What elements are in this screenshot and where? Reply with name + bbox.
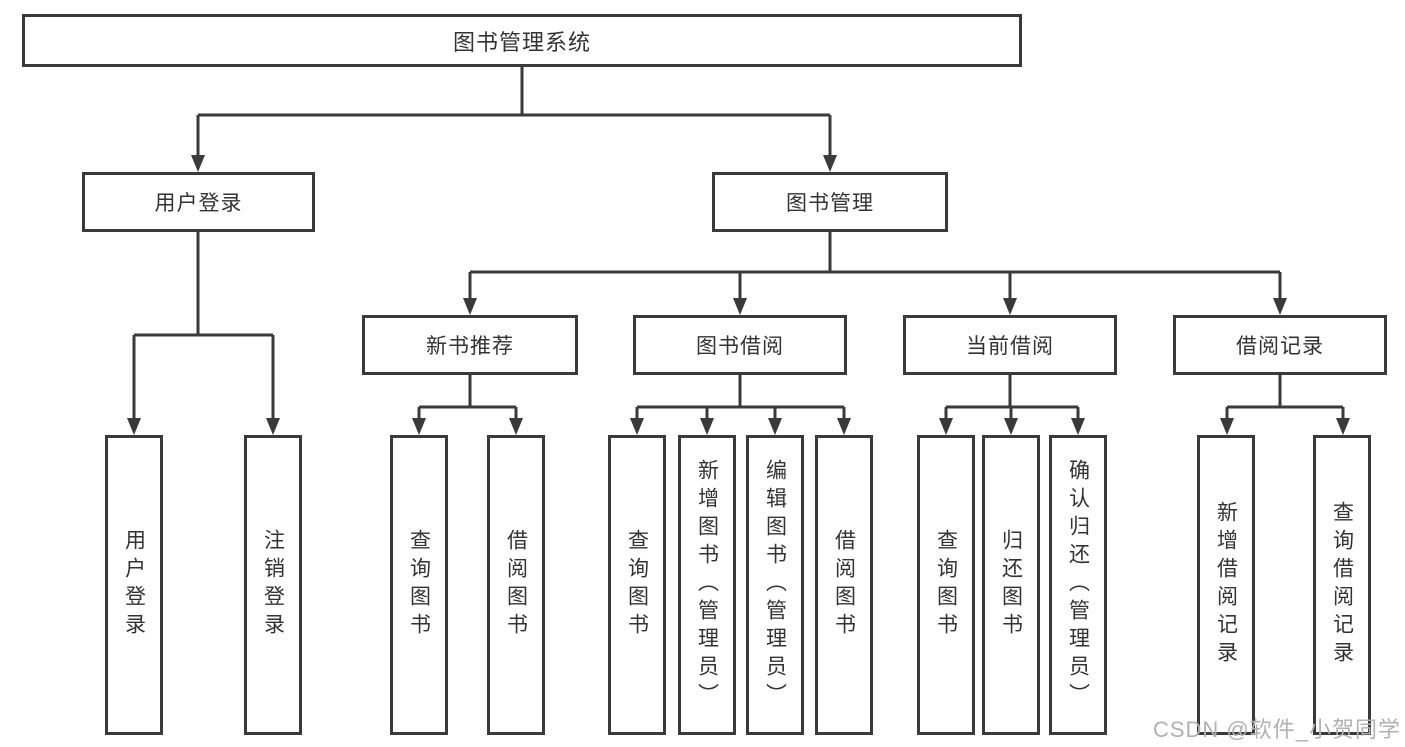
leaf-label: 查询图书	[625, 529, 649, 641]
leaf-label: 查询借阅记录	[1330, 501, 1354, 669]
connector-root-to-level2	[196, 67, 832, 160]
connector-book-mgmt-to-level3	[468, 232, 1282, 303]
connector-new-book-to-leaves	[417, 375, 518, 423]
node-user-login: 用户登录	[82, 172, 315, 232]
leaf-add-borrow-record: 新增借阅记录	[1197, 435, 1255, 735]
leaf-label: 查询图书	[407, 529, 431, 641]
connector-user-login-to-leaves	[132, 232, 275, 423]
leaf-query-books-recommend: 查询图书	[390, 435, 448, 735]
connector-borrow-record-to-leaves	[1225, 375, 1345, 423]
leaf-label: 借阅图书	[504, 529, 528, 641]
node-label: 新书推荐	[426, 335, 514, 358]
leaf-return-books: 归还图书	[982, 435, 1040, 735]
leaf-logout: 注销登录	[244, 435, 302, 735]
leaf-user-login: 用户登录	[105, 435, 163, 735]
leaf-query-borrow-record: 查询借阅记录	[1313, 435, 1371, 735]
node-label: 图书管理系统	[452, 29, 591, 55]
leaf-label: 查询图书	[934, 529, 958, 641]
leaf-label: 新增借阅记录	[1214, 501, 1238, 669]
node-book-borrowing: 图书借阅	[633, 315, 847, 375]
leaf-label: 新增图书（管理员）	[695, 459, 719, 711]
node-book-management: 图书管理	[712, 172, 948, 232]
node-current-borrowing: 当前借阅	[903, 315, 1117, 375]
leaf-confirm-return-admin: 确认归还（管理员）	[1049, 435, 1107, 735]
leaf-query-books-borrow: 查询图书	[608, 435, 666, 735]
csdn-watermark: CSDN @软件_小贺同学	[1152, 717, 1401, 742]
node-label: 用户登录	[154, 192, 243, 215]
node-new-book-recommendation: 新书推荐	[362, 315, 578, 375]
node-label: 图书管理	[786, 192, 874, 215]
leaf-label: 注销登录	[261, 529, 285, 641]
node-label: 借阅记录	[1236, 335, 1324, 358]
arrowheads	[127, 155, 1350, 435]
node-label: 当前借阅	[966, 335, 1054, 358]
leaf-add-books-admin: 新增图书（管理员）	[678, 435, 736, 735]
leaf-borrow-books: 借阅图书	[815, 435, 873, 735]
leaf-query-books-current: 查询图书	[917, 435, 975, 735]
leaf-label: 归还图书	[999, 529, 1023, 641]
node-library-management-system: 图书管理系统	[22, 14, 1022, 67]
connector-current-borrow-to-leaves	[944, 375, 1080, 423]
leaf-edit-books-admin: 编辑图书（管理员）	[746, 435, 804, 735]
node-label: 图书借阅	[696, 335, 784, 358]
leaf-borrow-books-recommend: 借阅图书	[487, 435, 545, 735]
leaf-label: 确认归还（管理员）	[1066, 459, 1090, 711]
leaf-label: 编辑图书（管理员）	[763, 459, 787, 711]
connector-book-borrow-to-leaves	[635, 375, 846, 423]
leaf-label: 用户登录	[122, 529, 146, 641]
node-borrowing-records: 借阅记录	[1173, 315, 1387, 375]
leaf-label: 借阅图书	[832, 529, 856, 641]
